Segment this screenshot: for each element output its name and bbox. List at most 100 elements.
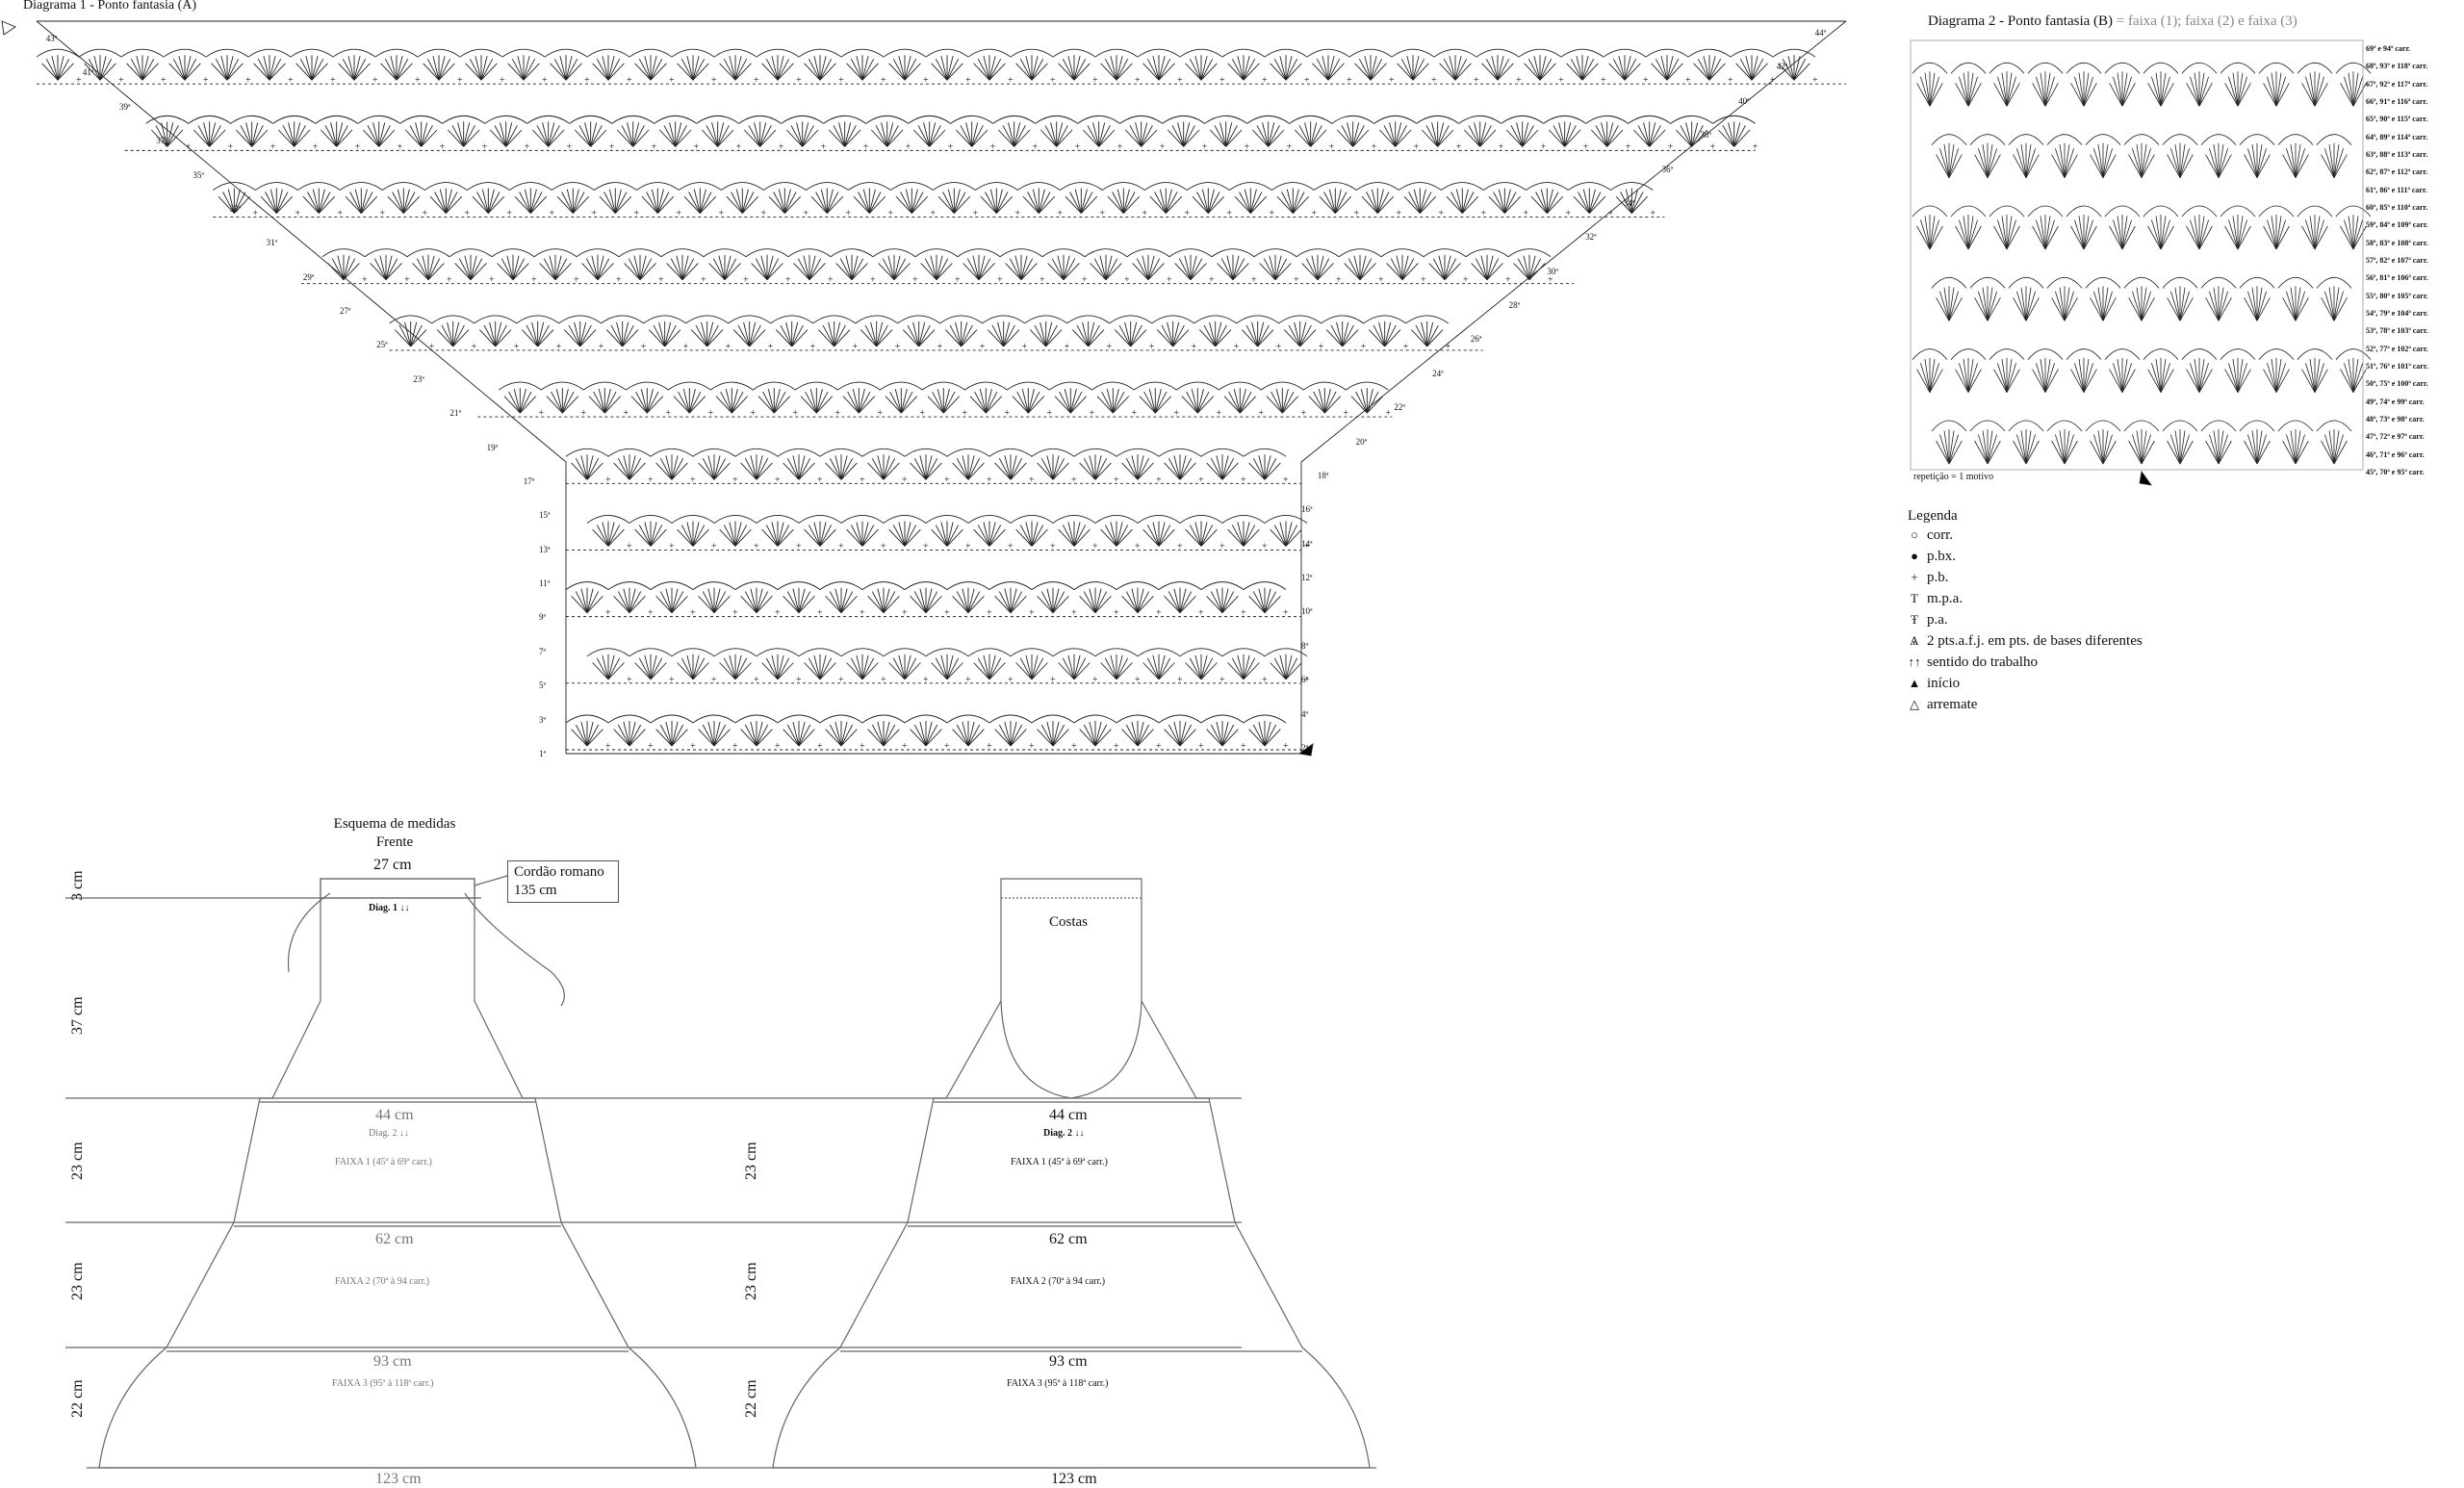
row-number-left: 39ª (119, 102, 130, 112)
row-number-left: 25ª (376, 340, 387, 349)
diagram2-row-label: 54ª, 79ª e 104ª carr. (2366, 309, 2428, 318)
diagram2-row-label: 57ª, 82ª e 107ª carr. (2366, 256, 2428, 265)
diagram2-row-label: 58ª, 83ª e 108ª carr. (2366, 239, 2428, 247)
diagram2-row-label: 63ª, 88ª e 113ª carr. (2366, 150, 2427, 159)
diagram2-row-label: 51ª, 76ª e 101ª carr. (2366, 362, 2428, 371)
back-width-44: 44 cm (1049, 1107, 1088, 1124)
row-number-right: 14ª (1301, 539, 1312, 549)
front-diag2-label: Diag. 2 ↓↓ (369, 1128, 409, 1139)
diagram2-row-label: 69ª e 94ª carr. (2366, 44, 2410, 53)
row-number-left: 21ª (449, 408, 460, 418)
diagram2-row-label: 66ª, 91ª e 116ª carr. (2366, 97, 2427, 106)
row-number-right: 38ª (1700, 130, 1710, 140)
row-number-left: 3ª (539, 715, 546, 725)
row-number-right: 32ª (1585, 232, 1596, 242)
cord-box: Cordão romano 135 cm (507, 860, 619, 903)
row-number-left: 13ª (539, 545, 550, 554)
diagram2-row-label: 59ª, 84ª e 109ª carr. (2366, 220, 2428, 229)
height-37-label: 37 cm (69, 996, 87, 1035)
front-diag1-label: Diag. 1 ↓↓ (369, 903, 410, 913)
row-number-right: 16ª (1301, 504, 1312, 514)
row-number-left: 37ª (156, 136, 167, 145)
row-number-right: 12ª (1301, 573, 1312, 582)
row-number-left: 23ª (413, 374, 424, 384)
height-22-label: 22 cm (69, 1379, 87, 1418)
row-number-left: 31ª (267, 238, 277, 247)
row-number-left: 5ª (539, 680, 546, 690)
height-23b-label: 23 cm (69, 1262, 87, 1300)
diagram2-row-label: 52ª, 77ª e 102ª carr. (2366, 345, 2428, 353)
back-height-23a-label: 23 cm (743, 1142, 760, 1180)
neck-band (321, 879, 475, 898)
back-width-123: 123 cm (1051, 1471, 1097, 1488)
row-number-left: 33ª (230, 204, 241, 214)
diagram2-row-label: 64ª, 89ª e 114ª carr. (2366, 133, 2427, 141)
row-number-left: 15ª (539, 510, 550, 520)
row-number-right: 20ª (1356, 437, 1367, 447)
diagram2-row-label: 68ª, 93ª e 118ª carr. (2366, 62, 2427, 70)
row-number-right: 42ª (1777, 62, 1787, 71)
front-faixa2: FAIXA 2 (70ª à 94 carr.) (335, 1276, 429, 1287)
row-number-right: 36ª (1662, 165, 1673, 174)
row-number-right: 4ª (1301, 709, 1308, 719)
row-number-left: 27ª (340, 306, 350, 316)
back-height-22-label: 22 cm (743, 1379, 760, 1418)
diagram2-row-label: 48ª, 73ª e 98ª carr. (2366, 415, 2425, 423)
schema-lines (65, 876, 1376, 1468)
row-number-left: 11ª (539, 578, 550, 588)
neck-width-label: 27 cm (373, 857, 412, 874)
row-number-left: 19ª (487, 443, 498, 452)
row-number-left: 41ª (83, 67, 93, 77)
row-number-right: 22ª (1394, 402, 1404, 412)
cord-pointer (475, 876, 507, 885)
back-neck-curve (1001, 1001, 1142, 1098)
cord-label: Cordão romano (514, 863, 612, 882)
diagram2-row-label: 50ª, 75ª e 100ª carr. (2366, 379, 2428, 388)
diagram2-row-label: 65ª, 90ª e 115ª carr. (2366, 115, 2427, 123)
back-width-62: 62 cm (1049, 1231, 1088, 1248)
front-width-123: 123 cm (375, 1471, 422, 1488)
front-faixa1: FAIXA 1 (45ª à 69ª carr.) (335, 1157, 432, 1167)
back-diag2-label: Diag. 2 ↓↓ (1043, 1128, 1085, 1139)
diagram2-row-label: 62ª, 87ª e 112ª carr. (2366, 167, 2427, 176)
back-faixa2: FAIXA 2 (70ª à 94 carr.) (1011, 1276, 1105, 1287)
back-width-93: 93 cm (1049, 1353, 1088, 1371)
row-number-right: 30ª (1547, 267, 1557, 276)
back-faixa1: FAIXA 1 (45ª à 69ª carr.) (1011, 1157, 1108, 1167)
row-number-left: 9ª (539, 612, 546, 622)
row-number-left: 17ª (524, 476, 534, 486)
diagram2-row-label: 45ª, 70ª e 95ª carr. (2366, 468, 2425, 476)
back-faixa3: FAIXA 3 (95ª à 118ª carr.) (1007, 1378, 1109, 1389)
row-number-right: 28ª (1509, 300, 1520, 310)
diagram2-row-label: 60ª, 85ª e 110ª carr. (2366, 203, 2427, 212)
row-number-left: 29ª (303, 272, 314, 282)
diagram2-row-label: 47ª, 72ª e 97ª carr. (2366, 432, 2425, 441)
row-number-right: 44ª (1815, 28, 1826, 38)
row-number-right: 40ª (1738, 96, 1749, 106)
row-number-right: 8ª (1301, 641, 1308, 651)
row-number-right: 10ª (1301, 606, 1312, 616)
row-number-right: 26ª (1471, 334, 1481, 344)
row-number-right: 2ª (1301, 743, 1308, 753)
diagram2-row-label: 53ª, 78ª e 103ª carr. (2366, 326, 2428, 335)
diagram2-row-label: 49ª, 74ª e 99ª carr. (2366, 398, 2425, 406)
row-number-left: 43ª (46, 34, 57, 43)
front-width-62: 62 cm (375, 1231, 414, 1248)
diagram2-row-label: 61ª, 86ª e 111ª carr. (2366, 186, 2427, 194)
cord-right (465, 893, 564, 1006)
cord-left (289, 893, 330, 972)
height-3-label: 3 cm (69, 870, 87, 901)
row-number-right: 24ª (1432, 369, 1443, 378)
height-23a-label: 23 cm (69, 1142, 87, 1180)
diagram2-row-label: 46ª, 71ª e 96ª carr. (2366, 450, 2425, 459)
diagram2-row-label: 67ª, 92ª e 117ª carr. (2366, 80, 2427, 89)
cord-length: 135 cm (514, 882, 612, 900)
diagram2-row-label: 55ª, 80ª e 105ª carr. (2366, 292, 2428, 300)
row-number-right: 18ª (1318, 471, 1328, 480)
diagram2-row-label: 56ª, 81ª e 106ª carr. (2366, 273, 2428, 282)
back-height-23b-label: 23 cm (743, 1262, 760, 1300)
front-faixa3: FAIXA 3 (95ª à 118ª carr.) (332, 1378, 434, 1389)
row-number-left: 1ª (539, 749, 546, 758)
row-number-left: 7ª (539, 647, 546, 656)
